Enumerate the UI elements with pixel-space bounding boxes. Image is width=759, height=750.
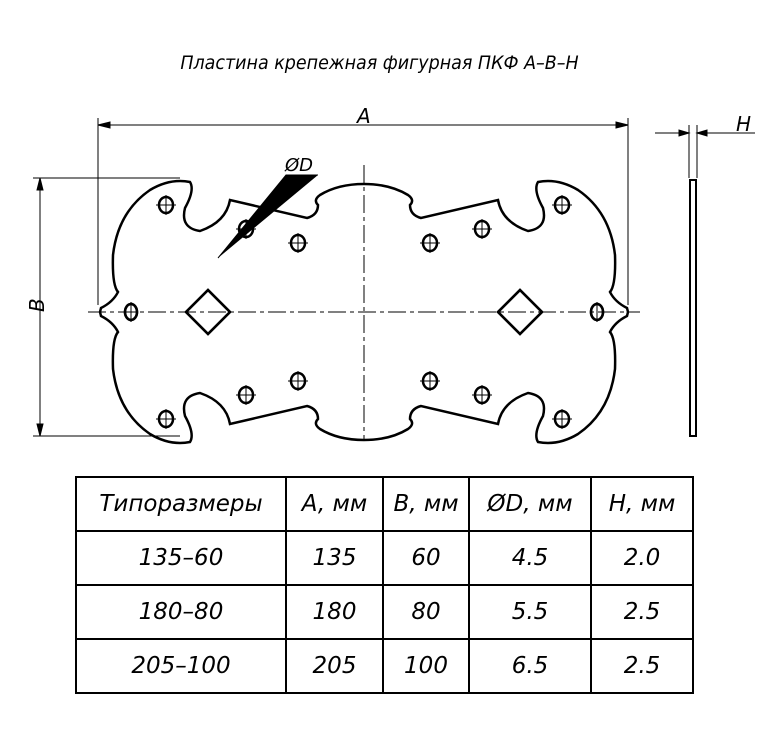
- table-row: 180–80 180 80 5.5 2.5: [75, 584, 694, 640]
- dim-label-d: ØD: [284, 155, 313, 176]
- dim-label-b: B: [25, 298, 49, 312]
- table-row: 135–60 135 60 4.5 2.0: [75, 530, 694, 586]
- header-cell: H, мм: [590, 476, 694, 532]
- table-cell: 80: [382, 584, 470, 640]
- table-cell: 135: [285, 530, 384, 586]
- table-cell: 4.5: [468, 530, 592, 586]
- header-cell: B, мм: [382, 476, 470, 532]
- table-cell: 135–60: [75, 530, 287, 586]
- table-cell: 100: [382, 638, 470, 694]
- table-cell: 180–80: [75, 584, 287, 640]
- table-header-row: Типоразмеры A, мм B, мм ØD, мм H, мм: [75, 476, 694, 532]
- table-cell: 2.5: [590, 638, 694, 694]
- table-row: 205–100 205 100 6.5 2.5: [75, 638, 694, 694]
- table-cell: 205: [285, 638, 384, 694]
- dim-label-a: A: [355, 104, 371, 128]
- header-cell: Типоразмеры: [75, 476, 287, 532]
- table-cell: 5.5: [468, 584, 592, 640]
- table-cell: 6.5: [468, 638, 592, 694]
- sizes-table: Типоразмеры A, мм B, мм ØD, мм H, мм 135…: [75, 476, 694, 694]
- table-cell: 180: [285, 584, 384, 640]
- header-cell: ØD, мм: [468, 476, 592, 532]
- plate-side-view: [689, 179, 697, 437]
- table-cell: 205–100: [75, 638, 287, 694]
- dim-label-h: H: [736, 112, 751, 136]
- header-cell: A, мм: [285, 476, 384, 532]
- center-lines: [88, 165, 640, 440]
- table-cell: 2.5: [590, 584, 694, 640]
- drawing-title: Пластина крепежная фигурная ПКФ А–В–Н: [180, 52, 579, 74]
- table-cell: 2.0: [590, 530, 694, 586]
- dimensions: [33, 118, 755, 437]
- table-cell: 60: [382, 530, 470, 586]
